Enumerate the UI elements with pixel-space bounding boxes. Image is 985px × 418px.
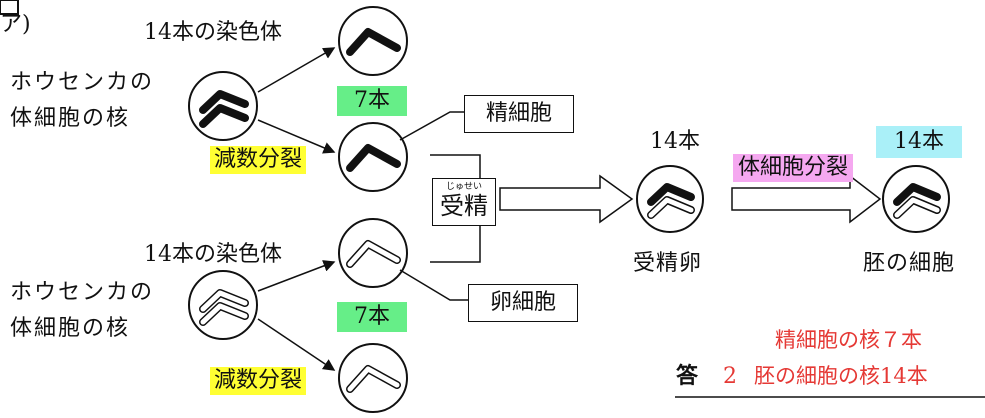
daughter-top-1 — [338, 6, 408, 76]
daughter-bottom-2 — [338, 343, 408, 413]
fertilization-box: じゅせい 受精 — [432, 178, 496, 226]
corner-label: ア) — [0, 12, 31, 37]
seven-count-top: 7本 — [337, 86, 407, 116]
parent-top-label-2: 体細胞の核 — [10, 106, 131, 131]
zygote-count: 14本 — [650, 129, 700, 154]
seven-count-bottom: 7本 — [337, 302, 407, 332]
embryo-label: 胚の細胞 — [863, 251, 956, 276]
embryo-nucleus — [882, 165, 950, 233]
parent-bottom-label-1: ホウセンカの — [10, 280, 155, 305]
parent-top-label-1: ホウセンカの — [10, 70, 155, 95]
arrow-bottom-2 — [257, 318, 336, 371]
fertilization-label: 受精 — [440, 192, 488, 220]
embryo-count: 14本 — [876, 126, 962, 158]
answer-text: 胚の細胞の核14本 — [754, 364, 928, 388]
hollow-arrow-zygote — [499, 174, 634, 224]
sperm-label: 精細胞 — [464, 95, 574, 133]
fertilization-ruby: じゅせい — [445, 182, 482, 192]
corner-box — [0, 0, 19, 15]
parent-bottom-label-2: 体細胞の核 — [10, 316, 131, 341]
arrow-top-1 — [257, 47, 336, 93]
egg-callout — [399, 269, 468, 301]
answer-line-1: 精細胞の核７本 — [775, 328, 922, 352]
arrow-bottom-1 — [257, 260, 336, 292]
chromosome-count-top: 14本の染色体 — [144, 20, 282, 45]
daughter-bottom-1 — [338, 218, 408, 288]
mitosis-label: 体細胞分裂 — [733, 154, 854, 182]
hollow-arrow-embryo — [731, 174, 882, 224]
zygote-nucleus — [636, 165, 704, 233]
parent-top-nucleus — [188, 71, 258, 141]
answer-line-2: 答 2 胚の細胞の核14本 — [676, 365, 928, 388]
chromosome-count-bottom: 14本の染色体 — [144, 242, 282, 267]
zygote-label: 受精卵 — [633, 251, 703, 276]
answer-number: 2 — [723, 364, 738, 389]
parent-bottom-nucleus — [188, 270, 258, 340]
arrow-top-2 — [257, 119, 336, 154]
answer-prefix: 答 — [676, 363, 699, 389]
meiosis-label-top: 減数分裂 — [210, 146, 307, 174]
sperm-callout — [399, 111, 465, 141]
meiosis-label-bottom: 減数分裂 — [210, 367, 307, 395]
egg-label: 卵細胞 — [468, 284, 578, 322]
daughter-top-2 — [338, 122, 408, 192]
